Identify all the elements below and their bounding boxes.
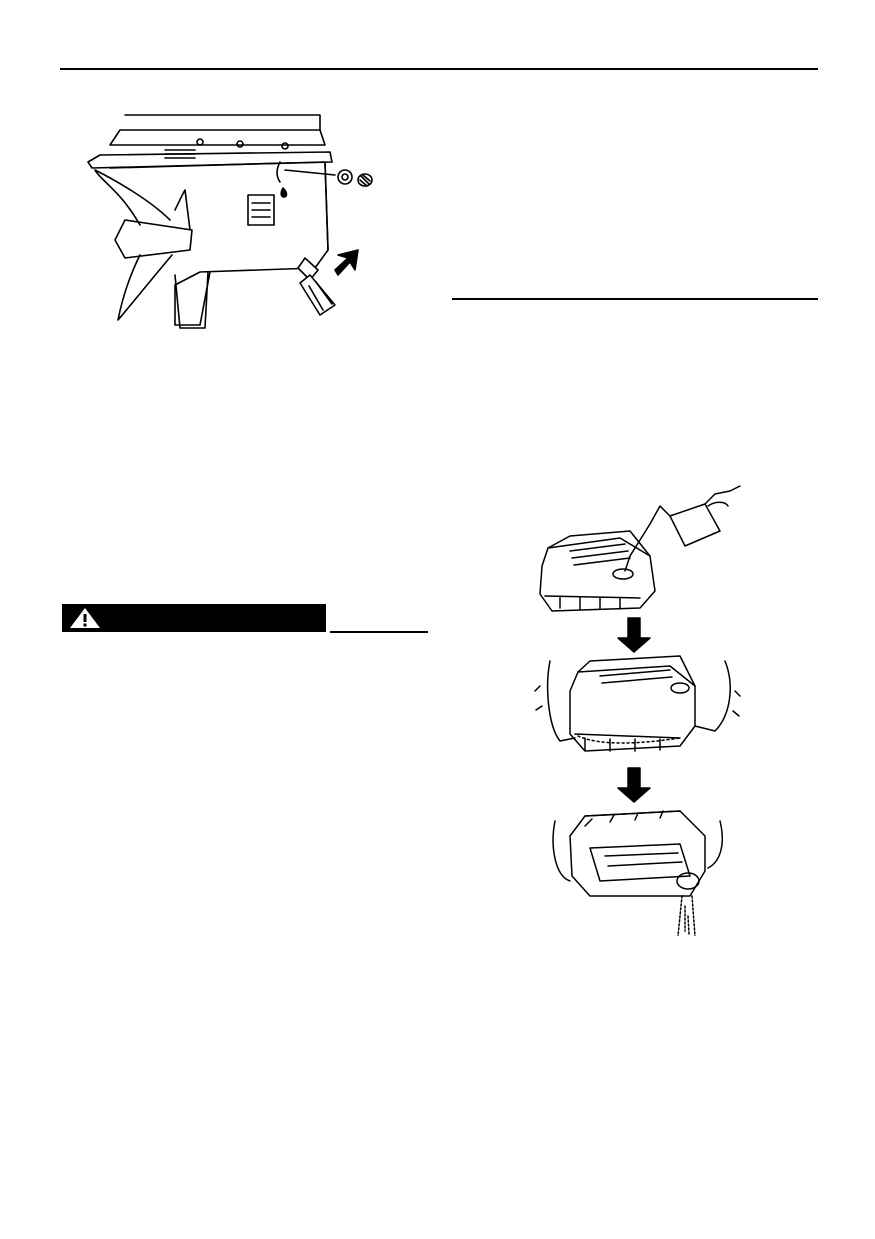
- fuel-tank-cleaning-illustration: [534, 485, 741, 936]
- header-rule: [60, 68, 818, 70]
- gearcase-drain-illustration: [87, 114, 373, 329]
- section-rule: [452, 298, 818, 300]
- warning-rule: [330, 631, 428, 633]
- warning-triangle-icon: [68, 606, 102, 630]
- warning-banner: [62, 604, 326, 632]
